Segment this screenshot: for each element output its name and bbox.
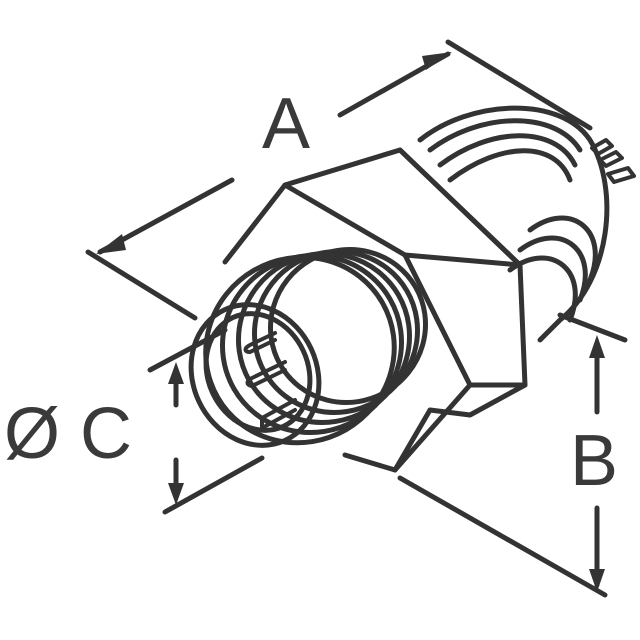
mating-face (188, 302, 322, 448)
dim-a-extension-right (445, 39, 593, 131)
arrow-b-down-icon (589, 569, 605, 592)
dimension-label-c: Ø C (4, 394, 133, 474)
arrowheads (96, 52, 605, 592)
dim-c-extension-bottom (162, 455, 265, 515)
rear-terminals (590, 138, 636, 184)
pins (243, 331, 297, 430)
dim-b-extension-top (557, 312, 628, 343)
arrow-c-down-icon (168, 483, 184, 505)
dim-c-extension-top (147, 327, 228, 373)
arrow-c-up-icon (168, 362, 184, 384)
arrow-b-up-icon (589, 335, 605, 358)
dim-b-extension-bottom (397, 475, 608, 598)
arrow-a-right-icon (422, 52, 452, 70)
dim-a-extension-left (85, 249, 198, 321)
dimension-label-a: A (262, 84, 311, 164)
dimension-label-b: B (570, 421, 619, 501)
arrow-a-left-icon (96, 234, 126, 254)
